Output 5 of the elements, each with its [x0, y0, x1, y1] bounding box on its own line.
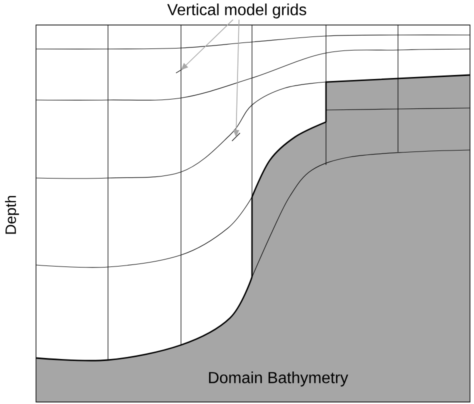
leader-line: [181, 19, 234, 70]
region-label: Domain Bathymetry: [209, 372, 348, 386]
grid-line: [232, 132, 240, 142]
heading-text: Vertical model grids: [167, 4, 306, 18]
axis-label: Depth: [5, 196, 19, 234]
